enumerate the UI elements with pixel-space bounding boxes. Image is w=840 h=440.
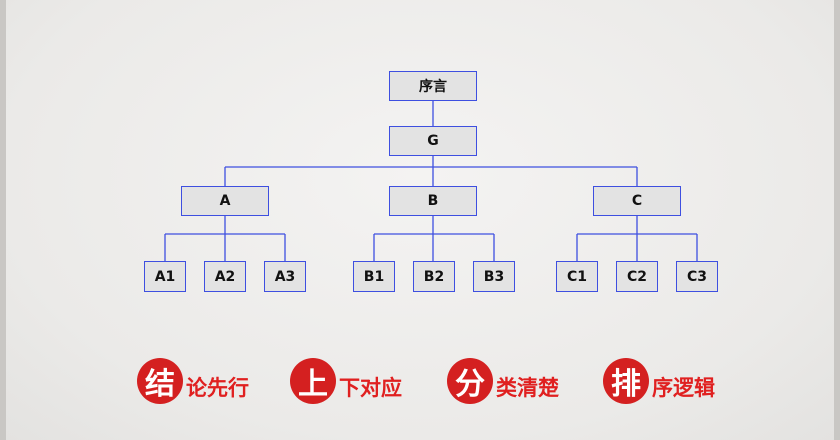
node-a: A: [181, 186, 269, 216]
node-c2: C2: [616, 261, 658, 292]
motto-top-down: 上 下对应: [290, 358, 402, 404]
motto-text: 论先行: [186, 376, 249, 400]
node-g: G: [389, 126, 477, 156]
node-c3: C3: [676, 261, 718, 292]
node-a3: A3: [264, 261, 306, 292]
node-b1: B1: [353, 261, 395, 292]
motto-logical-order: 排 序逻辑: [603, 358, 715, 404]
motto-text: 序逻辑: [652, 376, 715, 400]
motto-text: 下对应: [339, 376, 402, 400]
motto-badge: 分: [447, 358, 493, 404]
motto-badge: 上: [290, 358, 336, 404]
node-a2: A2: [204, 261, 246, 292]
motto-text: 类清楚: [496, 376, 559, 400]
node-root: 序言: [389, 71, 477, 101]
motto-badge: 结: [137, 358, 183, 404]
right-frame-edge: [834, 0, 840, 440]
node-b2: B2: [413, 261, 455, 292]
motto-badge: 排: [603, 358, 649, 404]
node-b3: B3: [473, 261, 515, 292]
node-c1: C1: [556, 261, 598, 292]
motto-clear-grouping: 分 类清楚: [447, 358, 559, 404]
left-frame-edge: [0, 0, 6, 440]
node-a1: A1: [144, 261, 186, 292]
node-b: B: [389, 186, 477, 216]
node-c: C: [593, 186, 681, 216]
motto-conclusion-first: 结 论先行: [137, 358, 249, 404]
